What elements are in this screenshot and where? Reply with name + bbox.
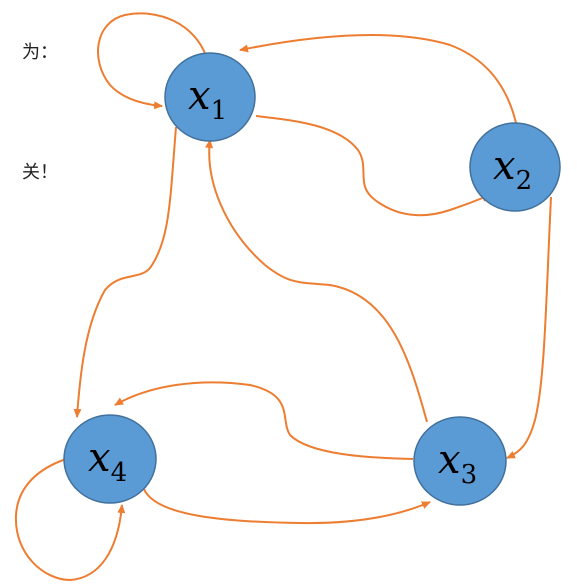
node-label-subscript: 2 xyxy=(516,166,533,196)
node-label-base: x xyxy=(188,73,211,119)
edge-x1-to-x2 xyxy=(255,115,491,217)
edge-x3-to-x1 xyxy=(205,139,428,423)
edge-x1-to-x1 xyxy=(97,12,207,110)
node-label-base: x xyxy=(88,435,111,481)
node-label-subscript: 3 xyxy=(461,460,478,490)
node-label-subscript: 4 xyxy=(111,458,128,488)
node-label: x4 xyxy=(88,435,127,488)
node-circle xyxy=(63,414,157,504)
node-label-base: x xyxy=(493,143,516,189)
side-text-line2: 关！ xyxy=(22,162,58,183)
edge-x4-to-x3 xyxy=(143,488,431,525)
node-label: x3 xyxy=(438,437,477,490)
edges xyxy=(14,12,552,582)
edge-x2-to-x3 xyxy=(506,196,552,459)
side-text-line1: 为： xyxy=(22,42,58,63)
node-x2: x2 xyxy=(469,122,561,212)
node-x4: x4 xyxy=(63,414,157,504)
edge-x4-to-x4 xyxy=(14,458,126,582)
edge-x2-to-x1 xyxy=(239,34,517,124)
node-label: x2 xyxy=(493,143,532,196)
node-x3: x3 xyxy=(413,416,507,506)
node-circle xyxy=(413,416,507,506)
node-circle xyxy=(164,52,256,142)
node-circle xyxy=(469,122,561,212)
edge-x1-to-x4 xyxy=(73,126,177,418)
node-label: x1 xyxy=(188,73,227,126)
node-label-subscript: 1 xyxy=(211,96,228,126)
edge-x3-to-x4 xyxy=(114,381,414,460)
node-x1: x1 xyxy=(164,52,256,142)
node-label-base: x xyxy=(438,437,461,483)
